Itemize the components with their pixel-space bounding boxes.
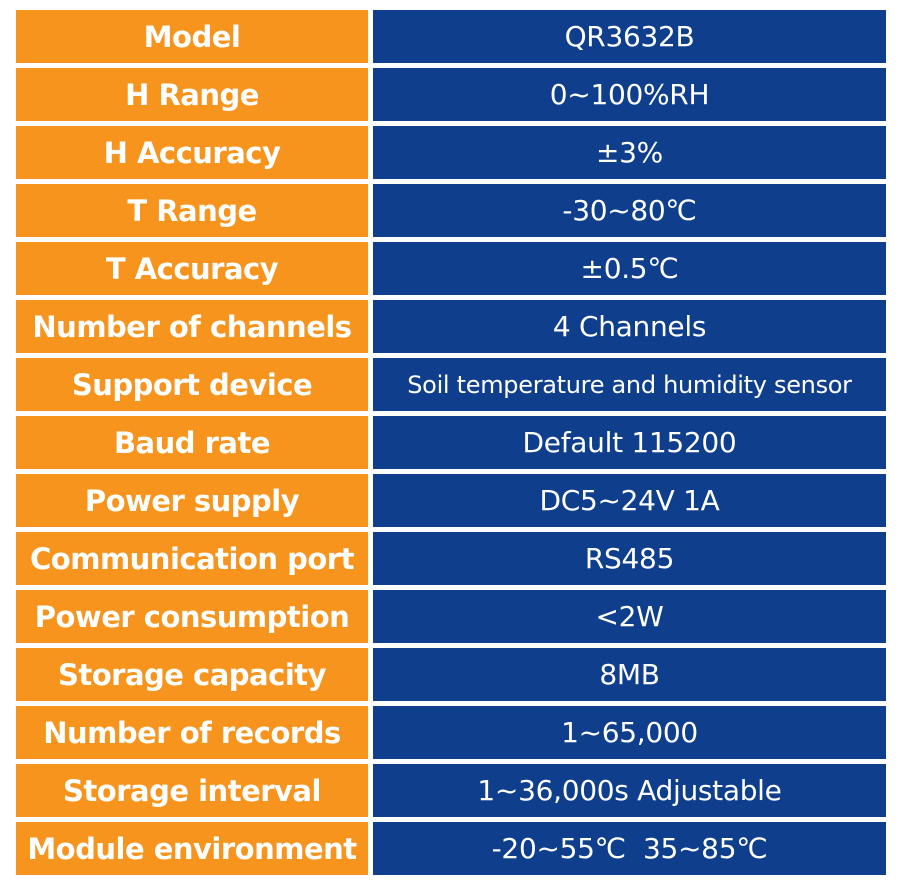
spec-row-storage-interval: Storage interval 1~36,000s Adjustable [16, 764, 886, 817]
spec-row-baud-rate: Baud rate Default 115200 [16, 416, 886, 469]
spec-label: Module environment [16, 822, 368, 875]
spec-value: 4 Channels [373, 300, 886, 353]
spec-value: 8MB [373, 648, 886, 701]
spec-value: ±0.5℃ [373, 242, 886, 295]
spec-label: Communication port [16, 532, 368, 585]
spec-row-support-device: Support device Soil temperature and humi… [16, 358, 886, 411]
spec-row-storage-capacity: Storage capacity 8MB [16, 648, 886, 701]
spec-label: Number of records [16, 706, 368, 759]
spec-row-t-range: T Range -30~80℃ [16, 184, 886, 237]
spec-value: 1~36,000s Adjustable [373, 764, 886, 817]
spec-value: 0~100%RH [373, 68, 886, 121]
spec-row-h-range: H Range 0~100%RH [16, 68, 886, 121]
spec-row-communication-port: Communication port RS485 [16, 532, 886, 585]
spec-value: ±3% [373, 126, 886, 179]
spec-row-h-accuracy: H Accuracy ±3% [16, 126, 886, 179]
spec-label: H Accuracy [16, 126, 368, 179]
spec-label: T Accuracy [16, 242, 368, 295]
spec-value: 1~65,000 [373, 706, 886, 759]
spec-row-t-accuracy: T Accuracy ±0.5℃ [16, 242, 886, 295]
spec-value: RS485 [373, 532, 886, 585]
spec-label: Support device [16, 358, 368, 411]
spec-value: DC5~24V 1A [373, 474, 886, 527]
spec-value: -20~55℃ 35~85℃ [373, 822, 886, 875]
spec-label: Number of channels [16, 300, 368, 353]
spec-row-power-consumption: Power consumption <2W [16, 590, 886, 643]
spec-value: Default 115200 [373, 416, 886, 469]
spec-row-power-supply: Power supply DC5~24V 1A [16, 474, 886, 527]
spec-label: Power supply [16, 474, 368, 527]
spec-row-model: Model QR3632B [16, 10, 886, 63]
spec-label: Baud rate [16, 416, 368, 469]
spec-row-number-of-records: Number of records 1~65,000 [16, 706, 886, 759]
spec-label: Model [16, 10, 368, 63]
spec-value: QR3632B [373, 10, 886, 63]
spec-label: H Range [16, 68, 368, 121]
spec-row-module-environment: Module environment -20~55℃ 35~85℃ [16, 822, 886, 875]
spec-row-number-of-channels: Number of channels 4 Channels [16, 300, 886, 353]
spec-table: Model QR3632B H Range 0~100%RH H Accurac… [16, 10, 886, 875]
spec-label: Power consumption [16, 590, 368, 643]
spec-label: Storage capacity [16, 648, 368, 701]
spec-label: T Range [16, 184, 368, 237]
spec-value: Soil temperature and humidity sensor [373, 358, 886, 411]
spec-value: <2W [373, 590, 886, 643]
spec-value: -30~80℃ [373, 184, 886, 237]
spec-label: Storage interval [16, 764, 368, 817]
